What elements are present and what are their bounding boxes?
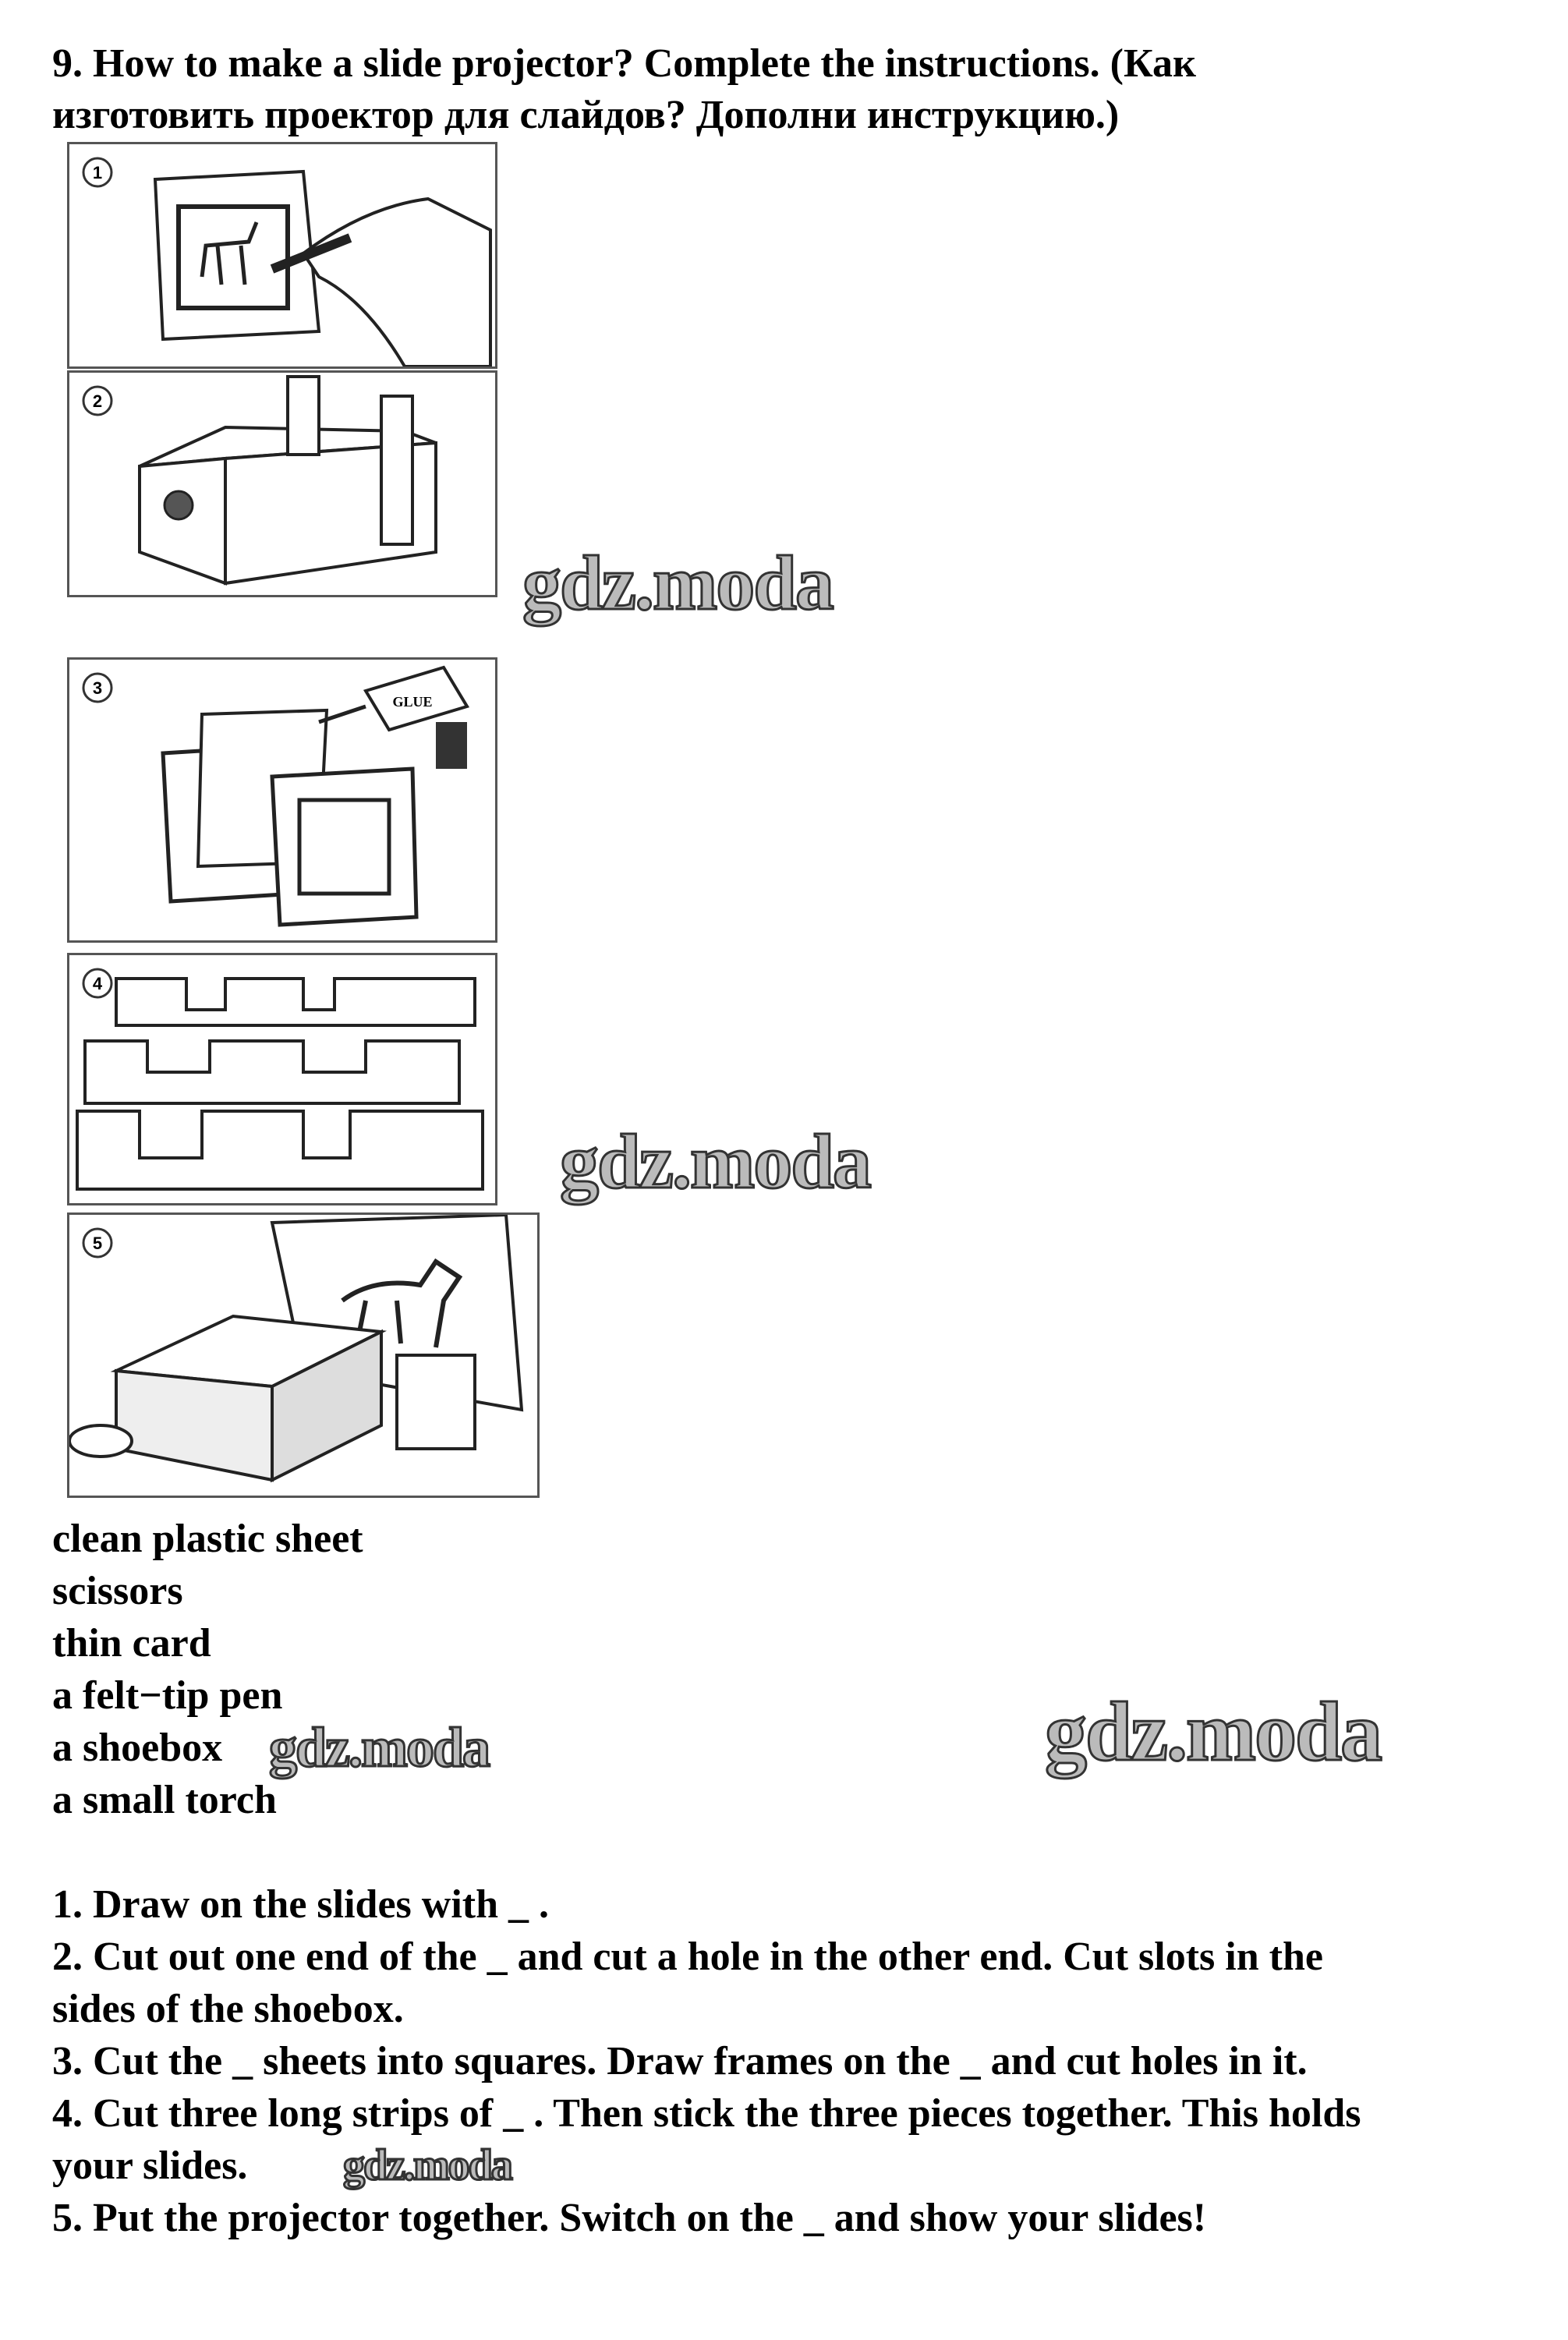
- material-item: a small torch: [52, 1778, 277, 1822]
- illustration-panel-1: 1: [67, 142, 497, 369]
- material-item: a felt−tip pen: [52, 1673, 283, 1718]
- panel-number: 2: [93, 391, 102, 411]
- instruction-line: 4. Cut three long strips of _ . Then sti…: [52, 2091, 1361, 2136]
- watermark: gdz.moda: [1043, 1685, 1383, 1780]
- title-line-1: 9. How to make a slide projector? Comple…: [52, 41, 1196, 86]
- instruction-line: 1. Draw on the slides with _ .: [52, 1882, 550, 1927]
- instruction-line: your slides.: [52, 2144, 248, 2188]
- panel-number: 5: [93, 1234, 102, 1253]
- watermark: gdz.moda: [522, 539, 836, 628]
- illustration-panel-3: 3 GLUE: [67, 657, 497, 943]
- panel-number: 4: [93, 974, 103, 993]
- panel-number: 3: [93, 678, 102, 698]
- illustration-panel-2: 2: [67, 370, 497, 597]
- material-item: a shoebox: [52, 1726, 223, 1770]
- material-item: scissors: [52, 1569, 183, 1613]
- watermark: gdz.moda: [342, 2140, 515, 2191]
- title-line-2: изготовить проектор для слайдов? Дополни…: [52, 93, 1120, 137]
- instruction-line: 5. Put the projector together. Switch on…: [52, 2196, 1207, 2240]
- watermark: gdz.moda: [559, 1117, 873, 1206]
- instruction-line: sides of the shoebox.: [52, 1987, 404, 2031]
- illustration-panel-4: 4: [67, 953, 497, 1205]
- material-item: clean plastic sheet: [52, 1517, 363, 1561]
- panel-number: 1: [93, 163, 102, 182]
- instruction-line: 2. Cut out one end of the _ and cut a ho…: [52, 1935, 1323, 1979]
- illustration-panel-5: 5: [67, 1212, 540, 1498]
- glue-label: GLUE: [392, 694, 432, 710]
- instruction-line: 3. Cut the _ sheets into squares. Draw f…: [52, 2039, 1308, 2083]
- material-item: thin card: [52, 1621, 211, 1666]
- watermark: gdz.moda: [267, 1715, 491, 1780]
